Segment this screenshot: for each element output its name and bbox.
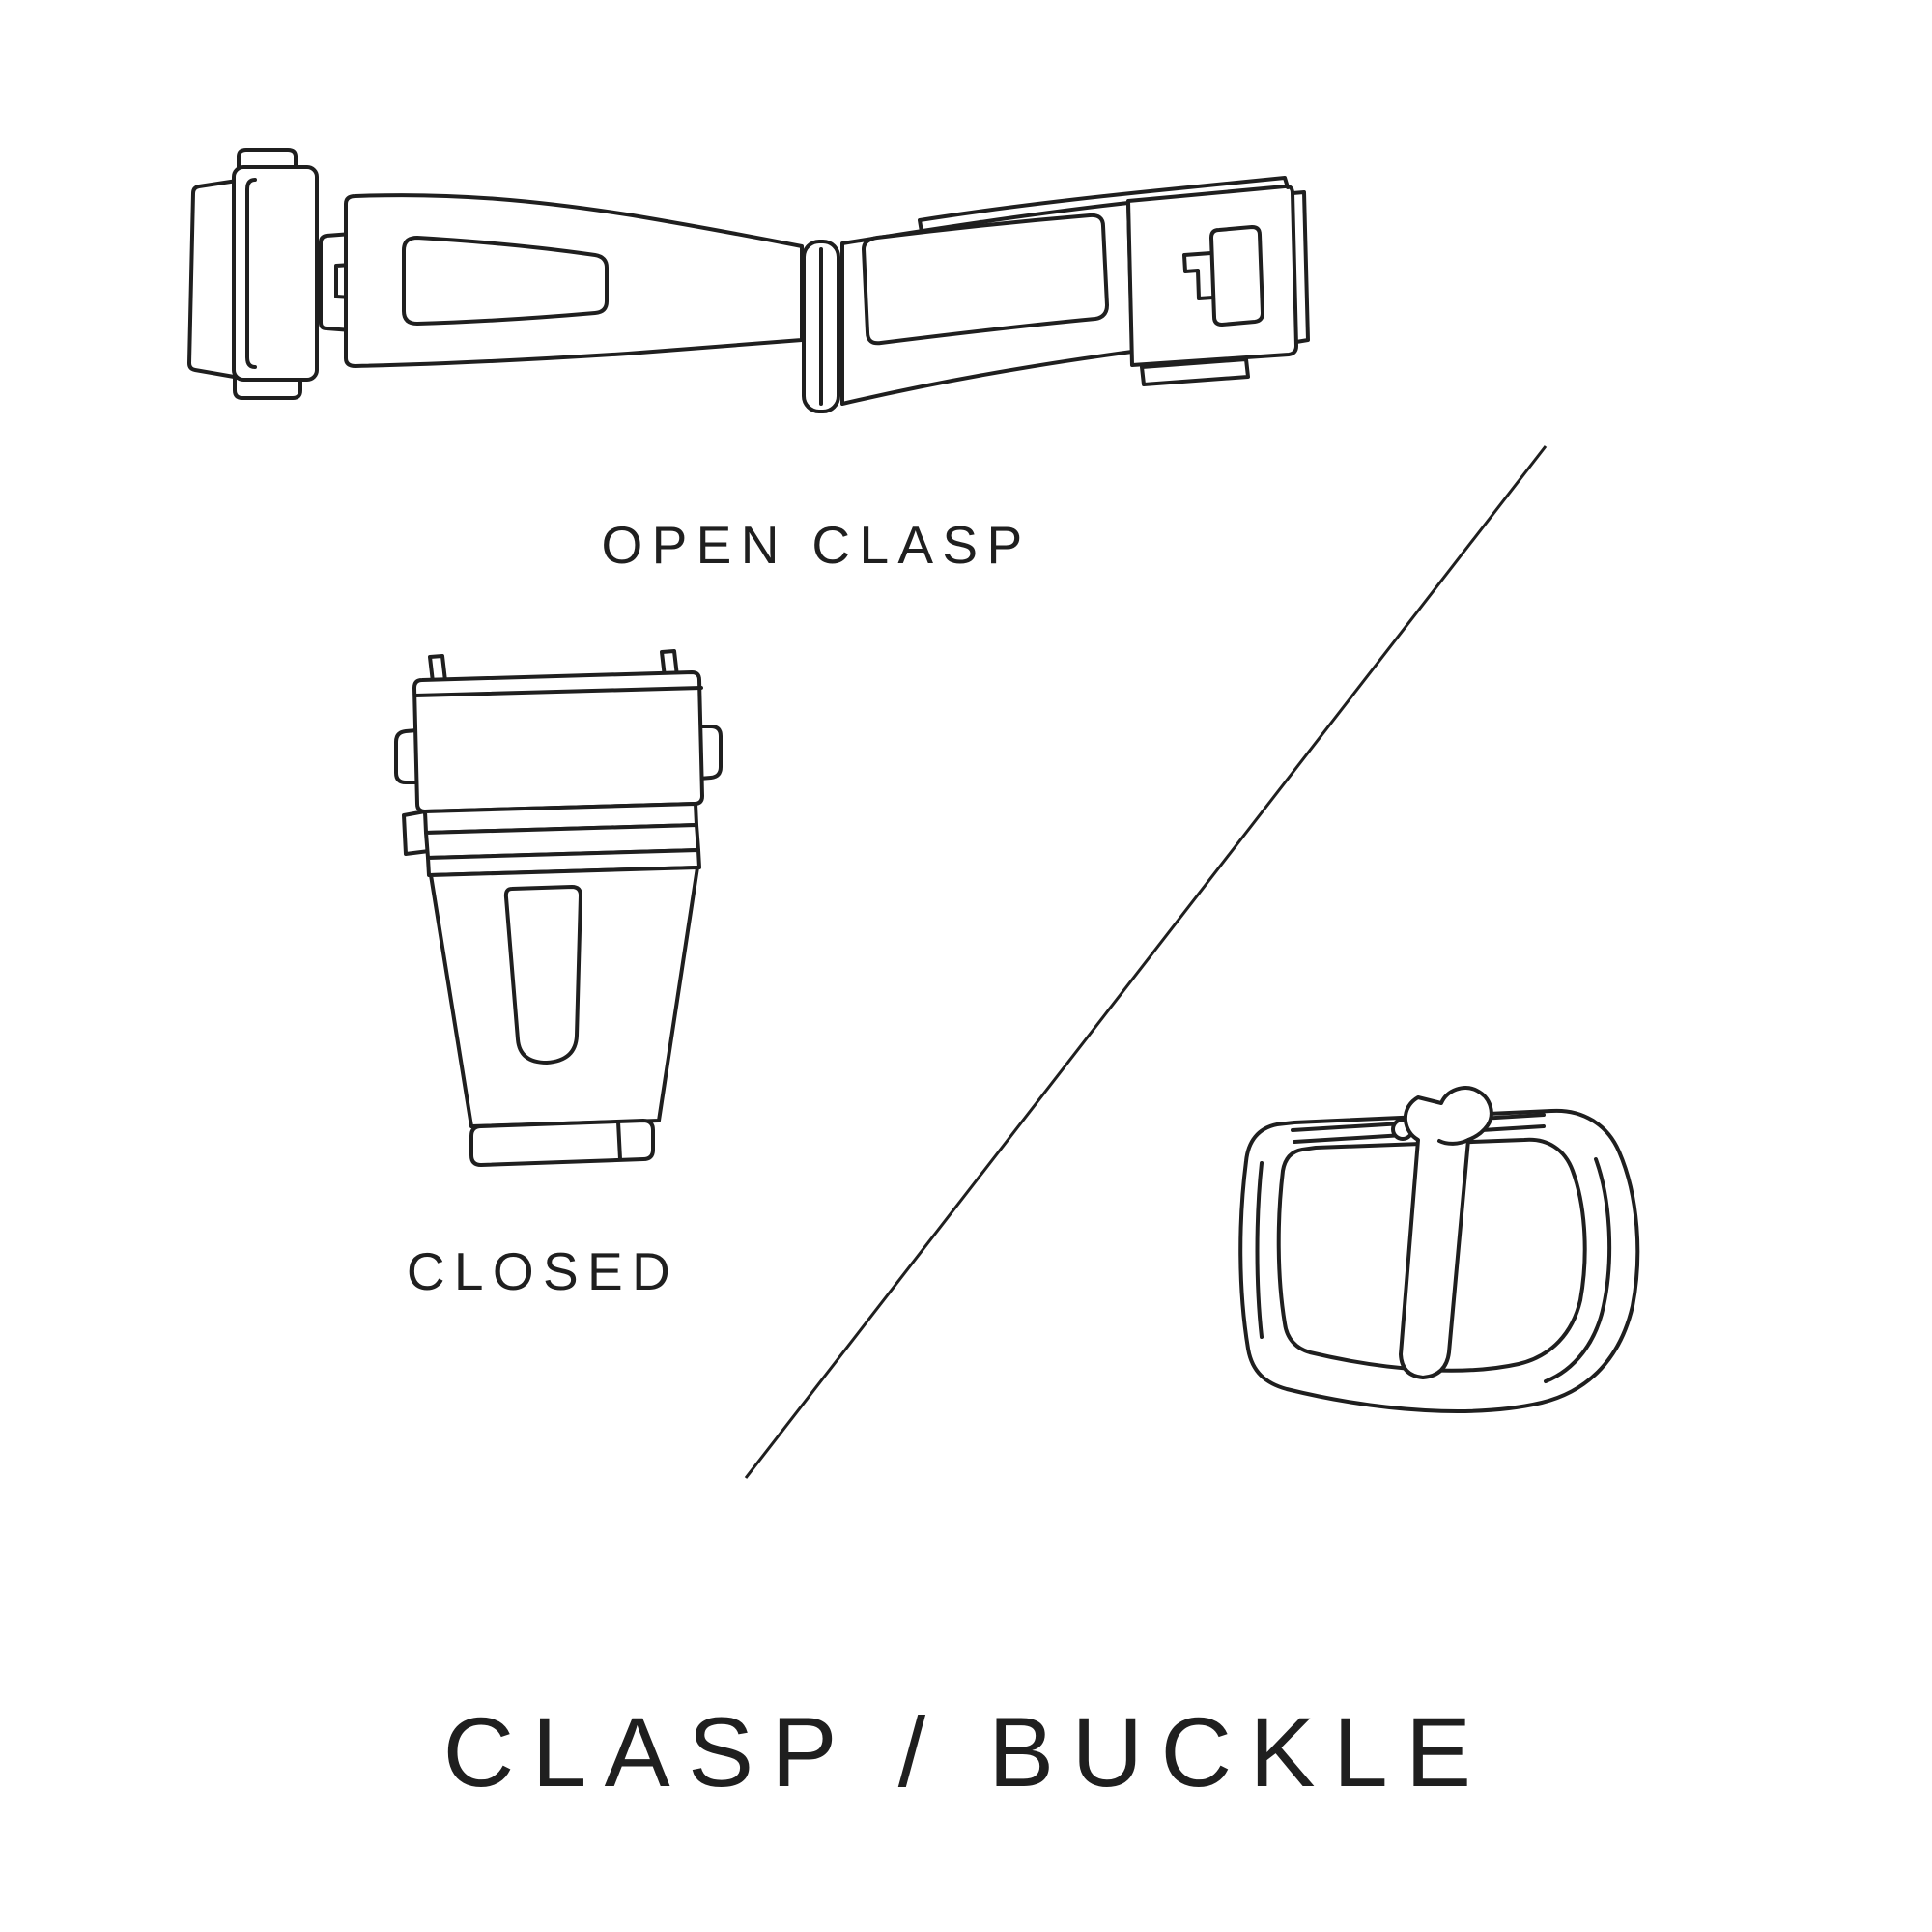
buckle-right-band-line [1544, 1157, 1612, 1383]
open-clasp-endlink-bottom-tab [233, 376, 302, 400]
diagram-title: CLASP / BUCKLE [442, 1697, 1490, 1807]
open-clasp-endlink-inner-line [245, 178, 257, 369]
buckle-tongue-wrap-line [1437, 1138, 1470, 1146]
open-clasp-right-blade-slot [862, 213, 1109, 346]
buckle-left-band-line [1255, 1161, 1264, 1339]
open-clasp-right-end-edge [1291, 190, 1310, 344]
open-clasp-endlink [232, 165, 319, 382]
closed-clasp-cover-lip [413, 686, 703, 697]
open-clasp-endlink-top-tab [237, 148, 298, 171]
open-clasp-illustration [187, 148, 1310, 413]
closed-label: CLOSED [406, 1241, 680, 1301]
open-clasp-left-blade-slot [402, 236, 609, 326]
closed-clasp-right-prong [660, 649, 679, 679]
closed-clasp-body-slot [503, 885, 582, 1065]
open-clasp-right-end-notch [1182, 251, 1215, 300]
closed-clasp-right-tab [697, 724, 723, 781]
closed-clasp-foot [469, 1119, 655, 1167]
closed-clasp-illustration [394, 649, 723, 1167]
buckle-tongue [1399, 1086, 1493, 1379]
pin-buckle-illustration [1238, 1086, 1640, 1413]
divider-line [744, 445, 1548, 1479]
open-clasp-right-end-step [1140, 357, 1250, 386]
open-clasp-endlink-edge [187, 178, 245, 380]
closed-clasp-left-tab [394, 728, 420, 784]
open-clasp-right-end-lip [918, 176, 1290, 234]
closed-clasp-left-prong [428, 654, 447, 684]
open-clasp-right-end-slot [1209, 225, 1264, 327]
open-clasp-label: OPEN CLASP [601, 515, 1032, 575]
closed-clasp-foot-line [616, 1120, 622, 1161]
